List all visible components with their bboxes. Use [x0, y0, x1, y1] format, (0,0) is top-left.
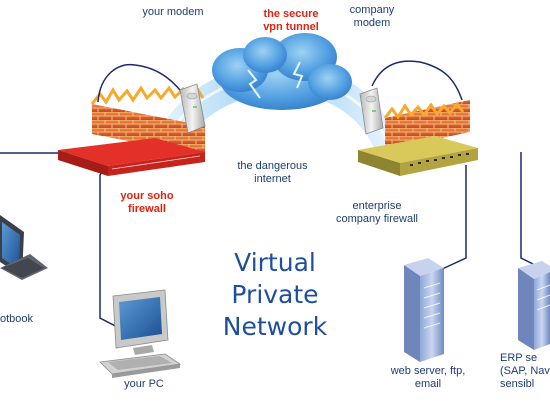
internet-cloud [212, 33, 352, 110]
company-modem-icon [359, 87, 384, 135]
your-modem-icon [179, 83, 206, 134]
your-modem-label: your modem [142, 6, 204, 18]
enterprise-firewall-label: enterprise company firewall [336, 200, 418, 225]
erp-server-label: ERP se (SAP, Nav sensibl [500, 352, 550, 390]
enterprise-firewall-device [358, 136, 478, 176]
notebook-label: otbook [0, 313, 34, 325]
soho-firewall-device [58, 138, 205, 176]
erp-server-icon [518, 261, 550, 350]
web-server-label: web server, ftp, email [390, 365, 466, 390]
company-modem-label: company modem [349, 4, 395, 29]
notebook-icon [0, 215, 48, 280]
your-pc-label: your PC [124, 378, 164, 390]
secure-tunnel-label: the secure vpn tunnel [263, 8, 319, 33]
web-server-icon [404, 258, 444, 362]
enterprise-brick-wall [383, 100, 470, 150]
dangerous-internet-label: the dangerous internet [237, 160, 308, 185]
page-title: Virtual Private Network [222, 248, 328, 341]
your-pc-icon [99, 289, 182, 378]
soho-firewall-label: your soho firewall [120, 190, 174, 215]
